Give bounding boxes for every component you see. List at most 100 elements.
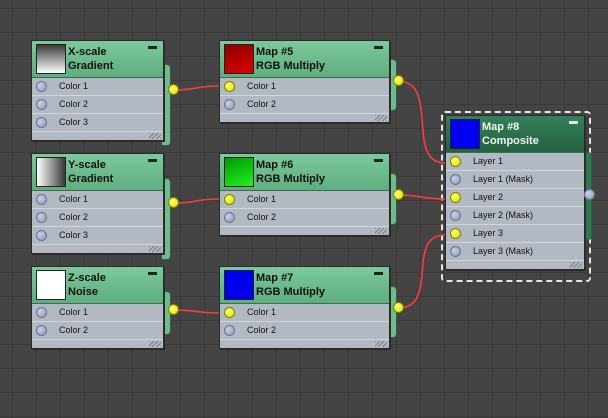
node-title: Map #5 RGB Multiply — [256, 46, 326, 72]
slot-layer-3-mask[interactable]: Layer 3 (Mask) — [446, 243, 584, 261]
slot-color-1[interactable]: Color 1 — [220, 191, 389, 209]
resize-grip-icon[interactable] — [149, 341, 161, 347]
node-title: Map #6 RGB Multiply — [256, 159, 326, 185]
input-socket[interactable] — [224, 99, 235, 110]
slot-layer-3[interactable]: Layer 3 — [446, 225, 584, 243]
slot-color-3[interactable]: Color 3 — [32, 114, 163, 132]
node-title: Map #8 Composite — [482, 121, 539, 147]
node-header[interactable]: Map #5 RGB Multiply — [220, 41, 389, 78]
resize-grip-icon[interactable] — [375, 115, 387, 121]
slot-layer-2-mask[interactable]: Layer 2 (Mask) — [446, 207, 584, 225]
wire-map6-to-layer2 — [397, 194, 446, 200]
wire-x-scale-to-map5 — [173, 85, 220, 91]
map7-output-socket[interactable] — [393, 302, 404, 313]
map6-output-socket[interactable] — [393, 189, 404, 200]
slot-color-1[interactable]: Color 1 — [32, 78, 163, 96]
input-socket[interactable] — [36, 194, 47, 205]
input-socket-connected[interactable] — [224, 81, 235, 92]
input-socket[interactable] — [450, 210, 461, 221]
input-socket[interactable] — [36, 81, 47, 92]
node-title: X-scale Gradient — [68, 46, 114, 72]
gradient-thumbnail — [36, 44, 66, 74]
y-scale-output-socket[interactable] — [168, 197, 179, 208]
minimize-icon[interactable] — [374, 272, 383, 275]
blue-color-thumbnail — [224, 270, 254, 300]
slot-color-2[interactable]: Color 2 — [32, 96, 163, 114]
gradient-thumbnail — [36, 157, 66, 187]
input-socket[interactable] — [36, 212, 47, 223]
minimize-icon[interactable] — [148, 272, 157, 275]
node-header[interactable]: Y-scale Gradient — [32, 154, 163, 191]
slot-color-1[interactable]: Color 1 — [220, 304, 389, 322]
resize-grip-icon[interactable] — [375, 341, 387, 347]
resize-grip-icon[interactable] — [149, 133, 161, 139]
slot-layer-2[interactable]: Layer 2 — [446, 189, 584, 207]
input-socket[interactable] — [224, 212, 235, 223]
node-header[interactable]: Map #7 RGB Multiply — [220, 267, 389, 304]
slot-color-2[interactable]: Color 2 — [220, 96, 389, 114]
red-color-thumbnail — [224, 44, 254, 74]
input-socket-connected[interactable] — [450, 156, 461, 167]
node-title: Y-scale Gradient — [68, 159, 114, 185]
minimize-icon[interactable] — [148, 46, 157, 49]
node-x-scale-gradient[interactable]: X-scale Gradient Color 1 Color 2 Color 3 — [31, 40, 164, 141]
input-socket[interactable] — [36, 230, 47, 241]
node-map5-rgb-multiply[interactable]: Map #5 RGB Multiply Color 1 Color 2 — [219, 40, 390, 123]
node-z-scale-noise[interactable]: Z-scale Noise Color 1 Color 2 — [31, 266, 164, 349]
minimize-icon[interactable] — [569, 121, 578, 124]
node-title: Map #7 RGB Multiply — [256, 272, 326, 298]
input-socket-connected[interactable] — [224, 194, 235, 205]
minimize-icon[interactable] — [374, 46, 383, 49]
slot-color-2[interactable]: Color 2 — [32, 322, 163, 340]
node-footer — [32, 245, 163, 253]
node-footer — [446, 261, 584, 269]
slot-color-1[interactable]: Color 1 — [220, 78, 389, 96]
z-scale-output-socket[interactable] — [168, 304, 179, 315]
map8-output-socket[interactable] — [584, 189, 595, 200]
input-socket[interactable] — [36, 325, 47, 336]
map5-output-socket[interactable] — [393, 75, 404, 86]
input-socket[interactable] — [450, 174, 461, 185]
resize-grip-icon[interactable] — [570, 262, 582, 268]
input-socket[interactable] — [36, 117, 47, 128]
node-header[interactable]: X-scale Gradient — [32, 41, 163, 78]
slot-color-2[interactable]: Color 2 — [220, 209, 389, 227]
input-socket[interactable] — [224, 325, 235, 336]
y-scale-output-tab[interactable] — [162, 178, 171, 260]
node-header[interactable]: Map #8 Composite — [446, 116, 584, 153]
input-socket-connected[interactable] — [450, 228, 461, 239]
x-scale-output-tab[interactable] — [162, 64, 171, 146]
resize-grip-icon[interactable] — [375, 228, 387, 234]
slot-layer-1-mask[interactable]: Layer 1 (Mask) — [446, 171, 584, 189]
input-socket[interactable] — [36, 307, 47, 318]
input-socket[interactable] — [450, 246, 461, 257]
input-socket[interactable] — [36, 99, 47, 110]
blue-color-thumbnail — [450, 119, 480, 149]
x-scale-output-socket[interactable] — [168, 84, 179, 95]
node-footer — [32, 132, 163, 140]
slot-color-1[interactable]: Color 1 — [32, 191, 163, 209]
resize-grip-icon[interactable] — [149, 246, 161, 252]
node-footer — [32, 340, 163, 348]
wire-z-scale-to-map7 — [173, 309, 220, 314]
node-map6-rgb-multiply[interactable]: Map #6 RGB Multiply Color 1 Color 2 — [219, 153, 390, 236]
noise-thumbnail — [36, 270, 66, 300]
minimize-icon[interactable] — [148, 159, 157, 162]
slot-layer-1[interactable]: Layer 1 — [446, 153, 584, 171]
node-header[interactable]: Z-scale Noise — [32, 267, 163, 304]
slot-color-3[interactable]: Color 3 — [32, 227, 163, 245]
slot-color-2[interactable]: Color 2 — [220, 322, 389, 340]
green-color-thumbnail — [224, 157, 254, 187]
node-y-scale-gradient[interactable]: Y-scale Gradient Color 1 Color 2 Color 3 — [31, 153, 164, 254]
slot-color-1[interactable]: Color 1 — [32, 304, 163, 322]
input-socket-connected[interactable] — [224, 307, 235, 318]
node-map7-rgb-multiply[interactable]: Map #7 RGB Multiply Color 1 Color 2 — [219, 266, 390, 349]
node-map8-composite[interactable]: Map #8 Composite Layer 1 Layer 1 (Mask) … — [445, 115, 585, 270]
node-footer — [220, 227, 389, 235]
node-header[interactable]: Map #6 RGB Multiply — [220, 154, 389, 191]
wire-y-scale-to-map6 — [173, 198, 220, 204]
node-title: Z-scale Noise — [68, 272, 106, 298]
slot-color-2[interactable]: Color 2 — [32, 209, 163, 227]
minimize-icon[interactable] — [374, 159, 383, 162]
input-socket-connected[interactable] — [450, 192, 461, 203]
